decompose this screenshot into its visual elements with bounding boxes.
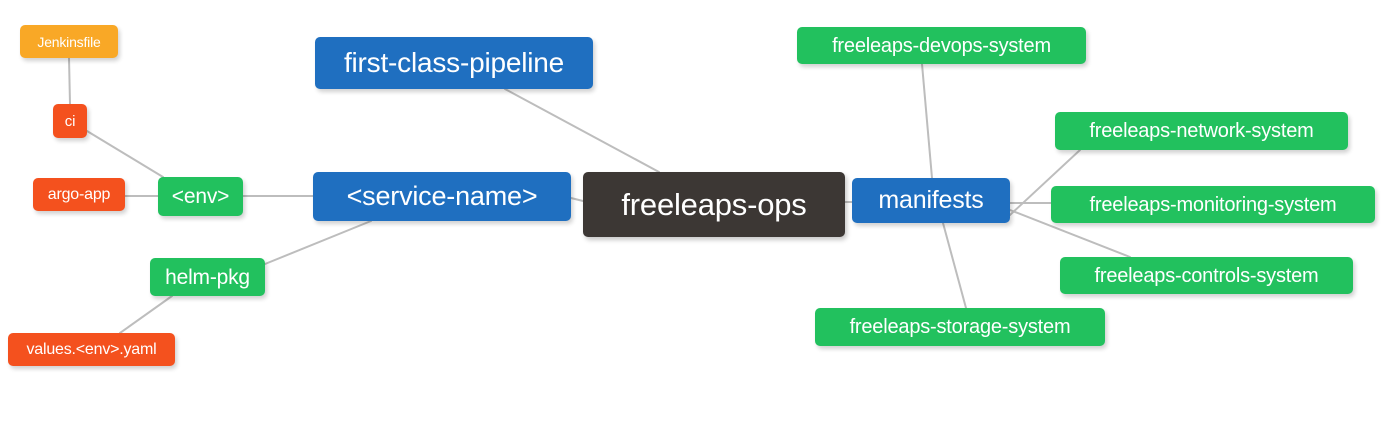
node-label: freeleaps-storage-system [849,316,1071,338]
node-label: freeleaps-monitoring-system [1089,193,1337,216]
node-label: <service-name> [346,181,538,211]
node-label: freeleaps-controls-system [1094,264,1319,287]
node-label: freeleaps-ops [621,187,807,222]
edge-servicename-helmpkg [264,220,372,265]
mindmap-node-service-name[interactable]: <service-name> [313,172,571,221]
mindmap-node-devops[interactable]: freeleaps-devops-system [797,27,1086,64]
edge-servicename-root [570,197,584,202]
node-label: manifests [878,186,984,214]
edge-manifests-devops [921,63,933,179]
mindmap-node-values-yaml[interactable]: values.<env>.yaml [8,333,175,366]
mindmap-node-manifests[interactable]: manifests [852,178,1010,223]
edge-ci-env [86,130,164,178]
node-label: values.<env>.yaml [26,340,157,358]
edge-manifests-storage [942,222,967,309]
edge-pipeline-root [504,88,660,173]
edge-helmpkg-valuesyaml [119,295,173,334]
node-label: argo-app [47,185,111,203]
mindmap-node-pipeline[interactable]: first-class-pipeline [315,37,593,89]
node-label: Jenkinsfile [37,33,101,50]
mindmap-node-jenkinsfile[interactable]: Jenkinsfile [20,25,118,58]
mindmap-node-storage[interactable]: freeleaps-storage-system [815,308,1105,346]
node-label: first-class-pipeline [343,47,565,78]
edge-jenkinsfile-ci [68,57,71,105]
mindmap-node-env[interactable]: <env> [158,177,243,216]
mindmap-node-monitoring[interactable]: freeleaps-monitoring-system [1051,186,1375,223]
mindmap-node-ci[interactable]: ci [53,104,87,138]
mindmap-node-argo-app[interactable]: argo-app [33,178,125,211]
node-label: <env> [171,185,230,208]
mindmap-node-freeleaps-ops[interactable]: freeleaps-ops [583,172,845,237]
node-label: freeleaps-network-system [1089,120,1314,142]
mindmap-node-network[interactable]: freeleaps-network-system [1055,112,1348,150]
mindmap-node-controls[interactable]: freeleaps-controls-system [1060,257,1353,294]
node-label: freeleaps-devops-system [832,34,1051,57]
node-label: helm-pkg [165,265,250,289]
node-label: ci [64,112,76,130]
mindmap-node-helm-pkg[interactable]: helm-pkg [150,258,265,296]
